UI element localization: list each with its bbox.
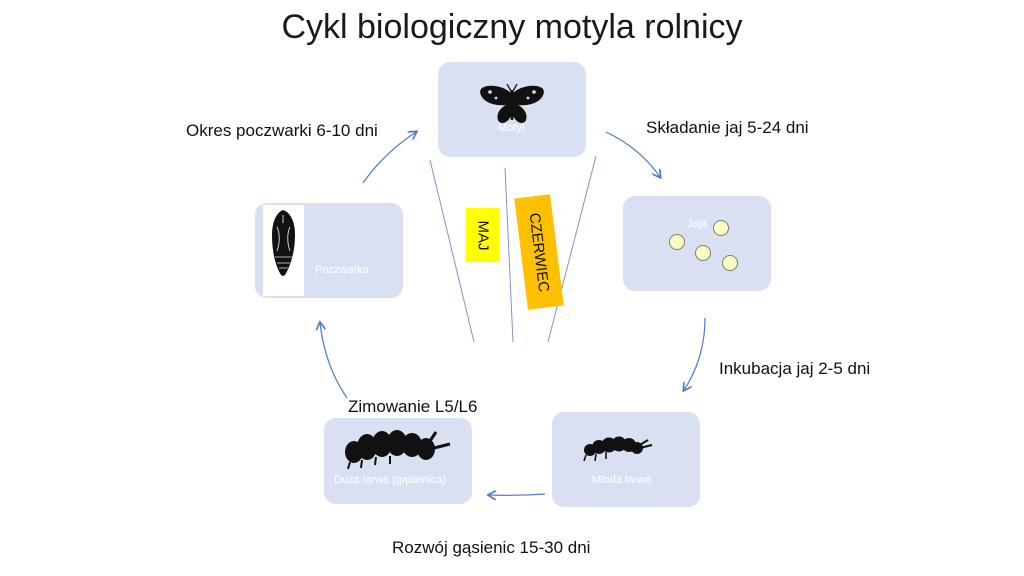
month-label-may: MAJ — [474, 220, 491, 250]
arrow-motyl-to-jaja — [605, 131, 660, 177]
stage-duza-larwa: Duża larwa (gąsienica) — [324, 418, 472, 504]
caption-overwintering: Zimowanie L5/L6 — [348, 397, 478, 416]
month-divider-line — [547, 155, 597, 343]
stage-label-duza-larwa: Duża larwa (gąsienica) — [334, 474, 446, 486]
butterfly-icon — [480, 84, 544, 123]
arrow-jaja-to-mloda-larwa — [684, 317, 706, 390]
diagram-title: Cykl biologiczny motyla rolnicy — [281, 8, 743, 46]
arrow-duza-larwa-to-poczwarka — [320, 323, 348, 399]
caption-incubation: Inkubacja jaj 2-5 dni — [719, 359, 871, 378]
month-divider-line — [504, 167, 514, 343]
stage-mloda-larwa: Młoda larwa — [552, 412, 700, 507]
arrow-poczwarka-to-motyl — [362, 132, 416, 184]
stage-label-poczwarka: Poczwarka — [315, 264, 369, 276]
stage-motyl: Motyl — [438, 62, 586, 157]
egg-icon — [713, 220, 729, 236]
large-caterpillar-icon — [345, 430, 451, 470]
arrow-mloda-larwa-to-duza-larwa — [489, 494, 546, 495]
month-tag-may: MAJ — [466, 208, 499, 262]
stage-poczwarka: Poczwarka — [255, 203, 403, 298]
caption-caterpillar-dev: Rozwój gąsienic 15-30 dni — [392, 538, 591, 557]
caption-pupa-period: Okres poczwarki 6-10 dni — [186, 121, 378, 140]
pupa-image — [263, 205, 304, 296]
egg-icon — [669, 234, 685, 250]
stage-label-motyl: Motyl — [498, 122, 525, 134]
month-divider-line — [429, 159, 475, 343]
stage-label-mloda-larwa: Młoda larwa — [592, 474, 652, 486]
stage-jaja: Jaja — [623, 196, 771, 291]
pupa-icon — [272, 210, 295, 276]
caption-egg-laying: Składanie jaj 5-24 dni — [646, 118, 809, 137]
small-caterpillar-icon — [583, 436, 653, 462]
egg-icon — [722, 255, 738, 271]
month-label-june: CZERWIEC — [525, 211, 553, 293]
egg-icon — [695, 245, 711, 261]
stage-label-jaja: Jaja — [687, 218, 708, 230]
